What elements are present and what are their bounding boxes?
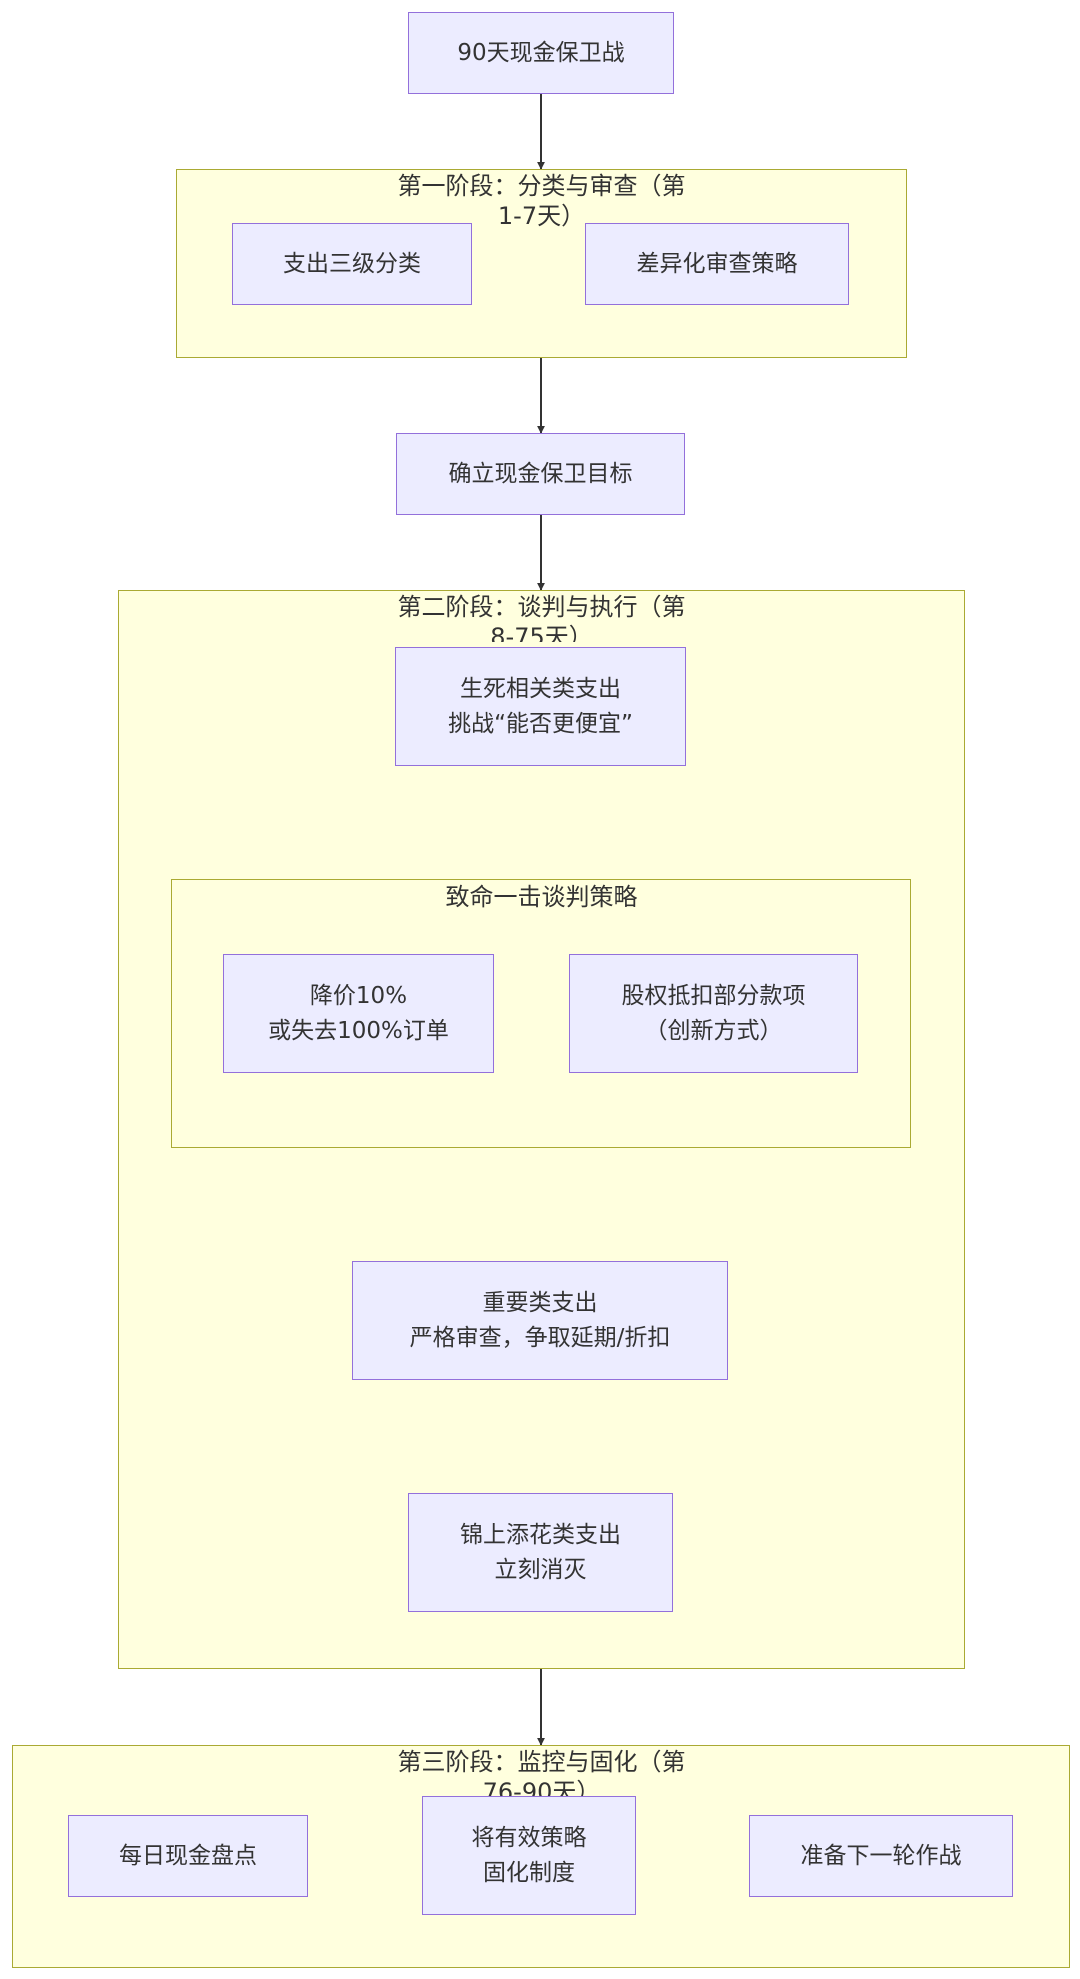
cluster-phase1-title: 第一阶段：分类与审查（第 1-7天） [397,172,686,230]
node-next[interactable]: 准备下一轮作战 [749,1815,1013,1897]
node-start[interactable]: 90天现金保卫战 [408,12,674,94]
node-review[interactable]: 差异化审查策略 [585,223,849,305]
node-solidify[interactable]: 将有效策略 固化制度 [422,1796,636,1915]
node-important[interactable]: 重要类支出 严格审查，争取延期/折扣 [352,1261,728,1380]
node-goal[interactable]: 确立现金保卫目标 [396,433,685,515]
cluster-phase3-title: 第三阶段：监控与固化（第 76-90天） [397,1748,686,1797]
node-luxury[interactable]: 锦上添花类支出 立刻消灭 [408,1493,673,1612]
node-daily[interactable]: 每日现金盘点 [68,1815,308,1897]
node-classify[interactable]: 支出三级分类 [232,223,472,305]
cluster-phase2-title: 第二阶段：谈判与执行（第 8-75天） [397,593,686,642]
node-vital[interactable]: 生死相关类支出 挑战“能否更便宜” [395,647,686,766]
cluster-strike-title: 致命一击谈判策略 [445,883,638,911]
node-discount[interactable]: 降价10% 或失去100%订单 [223,954,494,1073]
node-equity[interactable]: 股权抵扣部分款项 （创新方式） [569,954,858,1073]
